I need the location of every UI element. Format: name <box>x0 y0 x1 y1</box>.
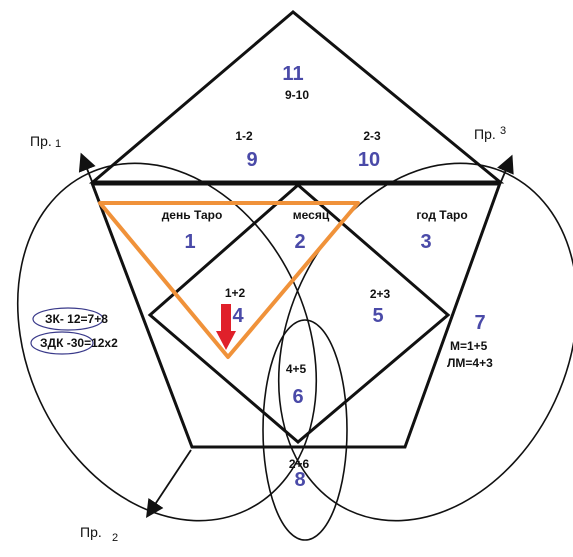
zone-1-label: день Таро <box>162 208 223 222</box>
zone-6-number: 6 <box>292 386 303 408</box>
zone-1-number: 1 <box>184 231 195 253</box>
pr3-label: Пр. 3 <box>474 125 506 142</box>
svg-text:3: 3 <box>500 125 506 137</box>
zone-4-formula: 1+2 <box>225 286 246 300</box>
zone-11-number: 11 <box>282 63 303 85</box>
center-diamond <box>147 183 451 444</box>
zone-6-formula: 4+5 <box>286 362 307 376</box>
zone-10-formula: 2-3 <box>363 129 381 143</box>
zone-5-number: 5 <box>372 305 383 327</box>
zone-7-number: 7 <box>474 312 485 334</box>
pr1-arrow <box>78 152 96 185</box>
zone-10-number: 10 <box>358 149 380 171</box>
zone-5-formula: 2+3 <box>370 287 391 301</box>
zone-2-number: 2 <box>294 231 305 253</box>
zone-9-formula: 1-2 <box>235 129 253 143</box>
zone-8-number: 8 <box>294 469 305 491</box>
svg-text:1: 1 <box>55 138 61 150</box>
zk-note: ЗК- 12=7+8 <box>45 312 108 326</box>
pr1-label: Пр. 1 <box>30 133 61 150</box>
zdk-oval <box>30 331 94 355</box>
svg-text:Пр.: Пр. <box>30 133 52 149</box>
zone-3-label: год Таро <box>416 208 467 222</box>
zk-oval <box>32 307 104 331</box>
zone-3-number: 3 <box>420 231 431 253</box>
zone-2-label: месяц <box>293 208 330 222</box>
center-oval <box>262 319 348 541</box>
pr3-arrow <box>497 154 514 185</box>
zone-7-formula-m: М=1+5 <box>450 339 488 353</box>
zone-11-formula: 9-10 <box>285 88 309 102</box>
zone-4-number: 4 <box>232 305 244 327</box>
pr2-arrow <box>146 449 192 519</box>
orange-triangle <box>98 201 360 359</box>
pentagon-outline <box>90 182 502 449</box>
zone-9-number: 9 <box>246 149 257 171</box>
svg-text:Пр.: Пр. <box>474 126 496 142</box>
zone-8-formula: 2+6 <box>289 457 310 471</box>
zone-7-formula-lm: ЛМ=4+3 <box>447 356 493 370</box>
pr2-label: Пр. 2 <box>80 524 118 544</box>
svg-text:Пр.: Пр. <box>80 524 102 540</box>
zdk-note: ЗДК -30=12х2 <box>40 336 118 350</box>
red-arrow-icon <box>216 304 236 350</box>
svg-text:2: 2 <box>112 532 118 544</box>
